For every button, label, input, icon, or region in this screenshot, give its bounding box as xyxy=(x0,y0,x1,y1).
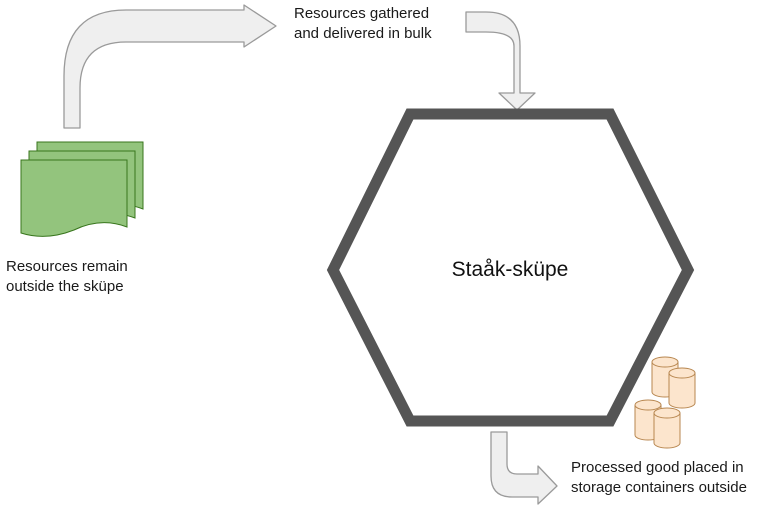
arrow-delivered-in-bulk xyxy=(465,11,536,111)
scope-title: Staåk-sküpe xyxy=(451,258,569,281)
resources-remain-line-1: Resources remain xyxy=(6,258,128,275)
arrow-resources-gathered xyxy=(63,4,277,129)
stack-scope-hexagon xyxy=(326,108,695,427)
resources-remain-line-2: outside the sküpe xyxy=(6,278,124,295)
resources-remain-label: Resources remain outside the sküpe xyxy=(6,257,128,297)
resources-gathered-line-2: and delivered in bulk xyxy=(294,25,432,42)
processed-goods-label: Processed good placed in storage contain… xyxy=(571,458,747,498)
resources-gathered-line-1: Resources gathered xyxy=(294,5,430,22)
document-stack-icon xyxy=(20,141,144,237)
arrow-processed-output xyxy=(490,431,558,505)
resources-gathered-label: Resources gathered and delivered in bulk xyxy=(294,4,432,44)
storage-container-icon xyxy=(634,356,696,449)
processed-goods-line-1: Processed good placed in xyxy=(571,459,744,476)
processed-goods-line-2: storage containers outside xyxy=(571,479,747,496)
